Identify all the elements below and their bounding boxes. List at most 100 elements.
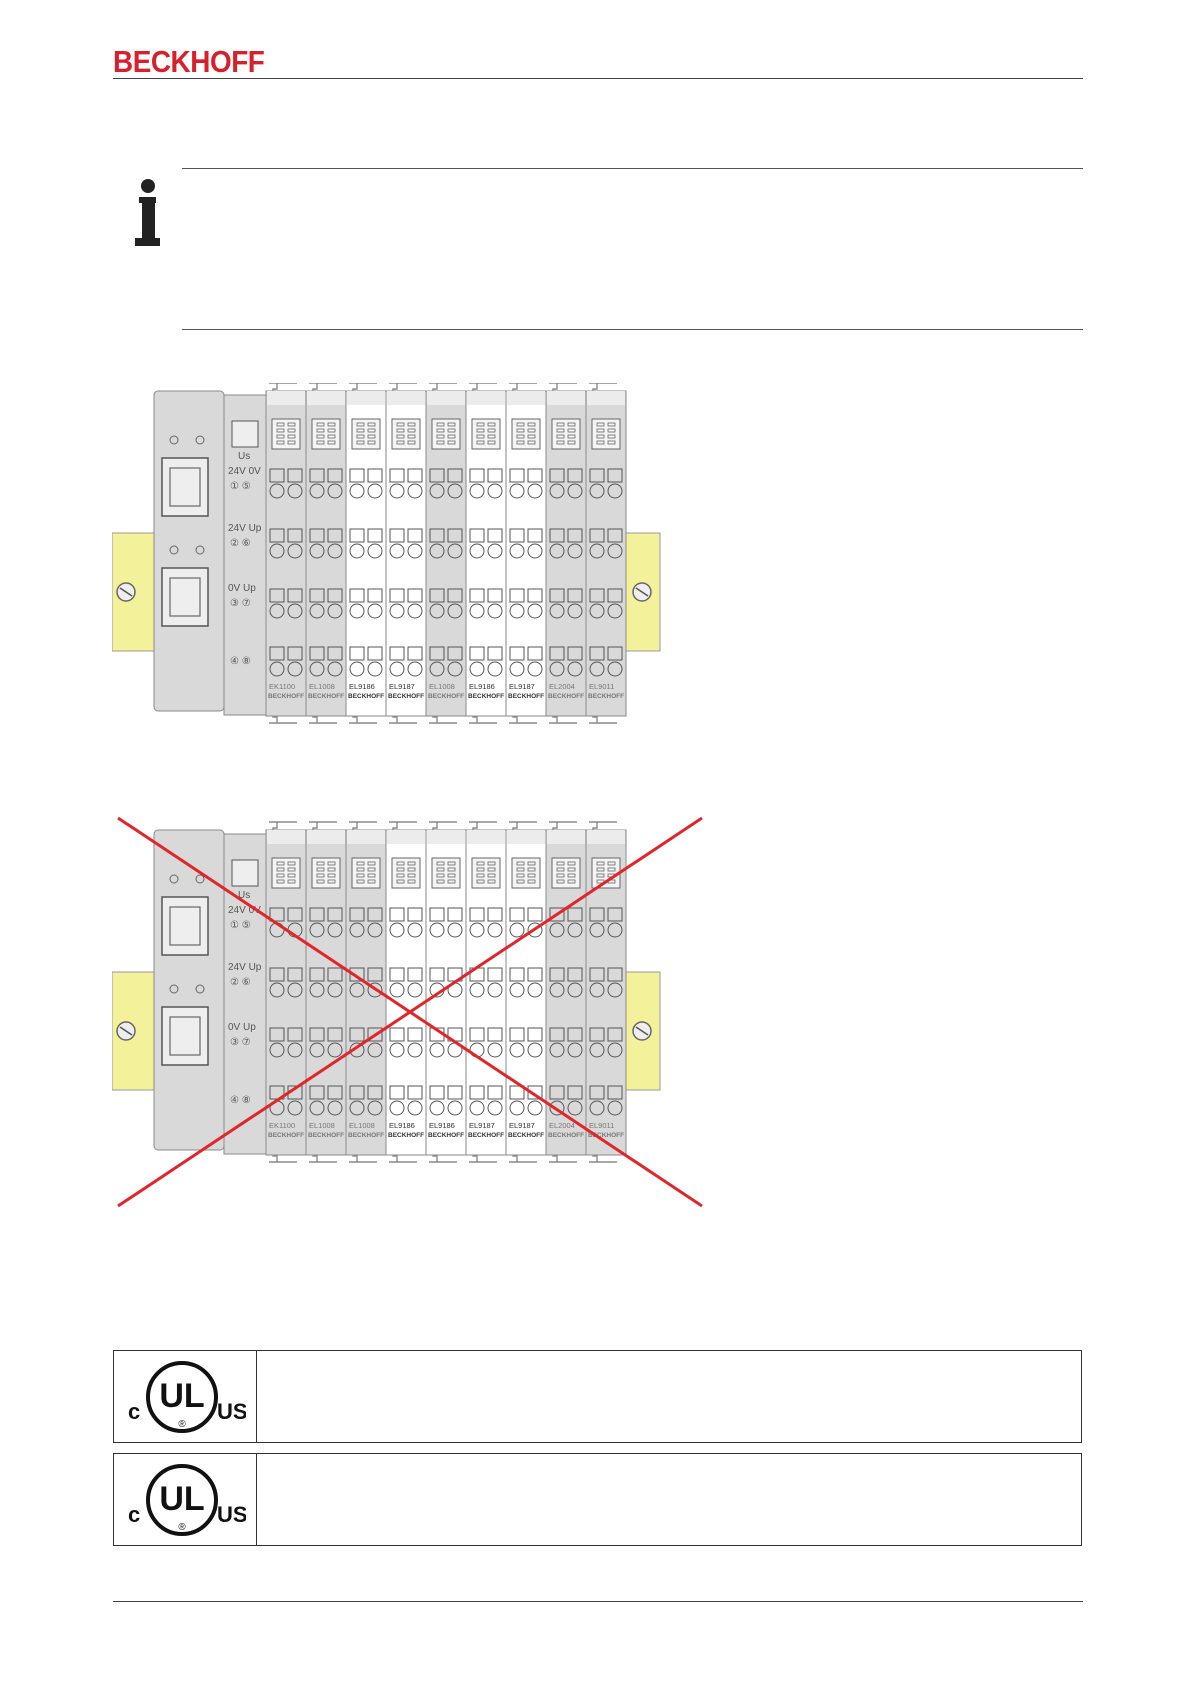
terminal-brand-label: BECKHOFF	[548, 1132, 584, 1139]
spring-contact-opening	[567, 646, 583, 661]
spring-contact-opening	[287, 1027, 303, 1042]
spring-contact-opening	[349, 588, 365, 603]
spring-contact-opening	[287, 907, 303, 922]
spring-contact-opening	[327, 646, 343, 661]
wire-entry	[589, 1042, 605, 1058]
wire-entry	[607, 922, 623, 938]
status-led-window	[231, 859, 259, 887]
wire-entry	[389, 483, 405, 499]
wire-entry	[549, 543, 565, 559]
wire-entry	[589, 922, 605, 938]
wire-entry	[607, 603, 623, 619]
wire-entry	[429, 603, 445, 619]
wire-entry	[487, 543, 503, 559]
spring-contact-opening	[389, 588, 405, 603]
ul-registered-text: ®	[178, 1522, 186, 1533]
spring-contact-opening	[589, 528, 605, 543]
spring-contact-opening	[549, 528, 565, 543]
wire-entry	[309, 483, 325, 499]
spring-contact-opening	[487, 1085, 503, 1100]
wire-entry	[549, 922, 565, 938]
wire-entry	[469, 603, 485, 619]
wire-entry	[509, 1042, 525, 1058]
ul-us-text: US	[217, 1502, 246, 1527]
wire-entry	[349, 543, 365, 559]
wire-entry	[287, 603, 303, 619]
terminal-type-label: EK1100	[269, 682, 295, 691]
wire-entry	[567, 1042, 583, 1058]
led-block	[471, 418, 501, 450]
wire-entry	[287, 1042, 303, 1058]
wire-entry	[469, 982, 485, 998]
terminal-brand-label: BECKHOFF	[428, 693, 464, 700]
spring-contact-opening	[327, 528, 343, 543]
wire-entry	[527, 603, 543, 619]
led-block	[431, 418, 461, 450]
terminal-brand-label: BECKHOFF	[308, 693, 344, 700]
ul-text: UL	[159, 1377, 204, 1415]
coupler-label: ③ ⑦	[230, 598, 251, 609]
terminal-rail-tab	[429, 821, 457, 832]
wire-entry	[487, 1100, 503, 1116]
spring-contact-opening	[527, 967, 543, 982]
wire-entry	[407, 543, 423, 559]
spring-contact-opening	[407, 528, 423, 543]
coupler-label: 0V Up	[228, 1022, 256, 1033]
spring-contact-opening	[487, 1027, 503, 1042]
coupler-label: 24V Up	[228, 962, 262, 973]
led-block	[431, 857, 461, 889]
spring-contact-opening	[327, 468, 343, 483]
terminal-type-label: EL9186	[389, 1121, 415, 1130]
wire-entry	[607, 982, 623, 998]
spring-contact-opening	[527, 1027, 543, 1042]
spring-contact-opening	[327, 1085, 343, 1100]
terminal-brand-label: BECKHOFF	[508, 1132, 544, 1139]
ul-text: UL	[159, 1480, 204, 1518]
led-indicator	[195, 545, 205, 555]
wire-entry	[367, 922, 383, 938]
spring-contact-opening	[487, 528, 503, 543]
spring-contact-opening	[349, 528, 365, 543]
spring-contact-opening	[487, 907, 503, 922]
wire-entry	[407, 603, 423, 619]
spring-contact-opening	[589, 1027, 605, 1042]
terminal-brand-label: BECKHOFF	[268, 1132, 304, 1139]
led-block	[591, 418, 621, 450]
spring-contact-opening	[389, 468, 405, 483]
info-icon	[135, 179, 160, 246]
spring-contact-opening	[429, 646, 445, 661]
led-block	[511, 418, 541, 450]
terminal-type-label: EL9187	[469, 1121, 495, 1130]
wire-entry	[509, 543, 525, 559]
led-indicator	[169, 984, 179, 994]
spring-contact-opening	[589, 588, 605, 603]
note-bottom-divider	[182, 329, 1083, 330]
terminal-type-label: EL9186	[469, 682, 495, 691]
wire-entry	[509, 982, 525, 998]
wire-entry	[447, 543, 463, 559]
terminal-type-label: EL1008	[309, 1121, 335, 1130]
wire-entry	[367, 1100, 383, 1116]
led-block	[551, 857, 581, 889]
spring-contact-opening	[429, 588, 445, 603]
wire-entry	[469, 922, 485, 938]
wire-entry	[389, 603, 405, 619]
terminal-type-label: EL9186	[349, 682, 375, 691]
terminal-brand-label: BECKHOFF	[388, 1132, 424, 1139]
wire-entry	[309, 543, 325, 559]
wire-entry	[589, 982, 605, 998]
wire-entry	[509, 483, 525, 499]
spring-contact-opening	[287, 967, 303, 982]
wire-entry	[487, 922, 503, 938]
wire-entry	[349, 982, 365, 998]
spring-contact-opening	[549, 468, 565, 483]
coupler-label: ④ ⑧	[230, 1095, 251, 1106]
terminal-type-label: EL2004	[549, 682, 575, 691]
wire-entry	[469, 1100, 485, 1116]
spring-contact-opening	[429, 468, 445, 483]
spring-contact-opening	[607, 967, 623, 982]
spring-contact-opening	[567, 1027, 583, 1042]
terminal-brand-label: BECKHOFF	[468, 1132, 504, 1139]
wire-entry	[349, 922, 365, 938]
wire-entry	[527, 661, 543, 677]
